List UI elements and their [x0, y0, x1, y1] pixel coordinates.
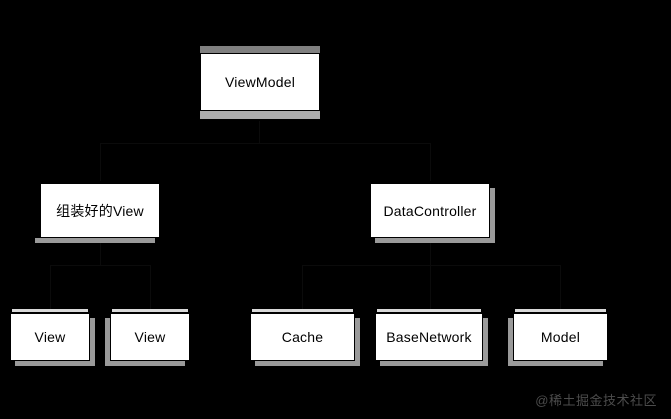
node-shadow-right — [490, 188, 495, 243]
node-cap — [377, 309, 481, 312]
node-face: BaseNetwork — [375, 313, 483, 361]
node-face: Cache — [250, 313, 355, 361]
node-label: Cache — [281, 329, 324, 345]
node-cap — [515, 309, 606, 312]
edge-to-view-2 — [150, 265, 151, 312]
node-shadow-bottom — [508, 361, 603, 366]
node-cap — [12, 309, 88, 312]
viewmodel-top-bar — [200, 46, 320, 53]
node-label: ViewModel — [224, 74, 296, 90]
node-datacontroller[interactable]: DataController — [370, 183, 495, 243]
node-cap — [252, 309, 353, 312]
edge-to-model — [560, 265, 561, 312]
node-face: Model — [513, 313, 608, 361]
node-shadow-bottom — [380, 361, 488, 366]
node-viewmodel[interactable]: ViewModel — [200, 46, 320, 119]
edge-to-cache — [302, 265, 303, 312]
node-face: DataController — [370, 183, 490, 238]
node-face: View — [110, 313, 190, 361]
node-label: View — [34, 329, 66, 345]
node-label: Model — [540, 329, 581, 345]
node-cap — [112, 309, 188, 312]
node-shadow-right — [355, 318, 360, 366]
edge-viewmodel-down — [259, 121, 260, 143]
node-shadow-left — [508, 318, 513, 366]
edge-to-assembled-view — [100, 143, 101, 181]
node-label: BaseNetwork — [386, 329, 472, 345]
node-shadow-bottom — [255, 361, 360, 366]
node-label: 组装好的View — [56, 202, 144, 219]
node-cache[interactable]: Cache — [250, 309, 360, 366]
node-shadow-bottom — [35, 238, 155, 243]
node-shadow-right — [90, 318, 95, 366]
node-label: View — [134, 329, 166, 345]
node-face: 组装好的View — [40, 183, 160, 238]
edge-to-view-1 — [50, 265, 51, 312]
edge-assembled-view-down — [100, 241, 101, 265]
edge-view-bus — [50, 265, 150, 266]
edge-to-datacontroller — [430, 143, 431, 181]
node-basenetwork[interactable]: BaseNetwork — [375, 309, 488, 366]
node-assembled-view[interactable]: 组装好的View — [35, 183, 160, 243]
node-face: ViewModel — [200, 53, 320, 111]
node-shadow-bottom — [375, 238, 495, 243]
edge-to-basenetwork — [430, 265, 431, 312]
node-shadow-right — [483, 318, 488, 366]
node-model[interactable]: Model — [508, 309, 608, 366]
node-view-2[interactable]: View — [105, 309, 190, 366]
watermark: @稀土掘金技术社区 — [535, 393, 657, 408]
node-shadow-bottom — [105, 361, 185, 366]
viewmodel-bottom-bar — [200, 111, 320, 119]
edge-datacontroller-down — [430, 241, 431, 265]
node-face: View — [10, 313, 90, 361]
node-view-1[interactable]: View — [10, 309, 95, 366]
node-shadow-bottom — [15, 361, 95, 366]
node-shadow-left — [105, 318, 110, 366]
edge-top-bus — [100, 143, 431, 144]
node-label: DataController — [383, 202, 477, 219]
edge-data-bus — [302, 265, 560, 266]
